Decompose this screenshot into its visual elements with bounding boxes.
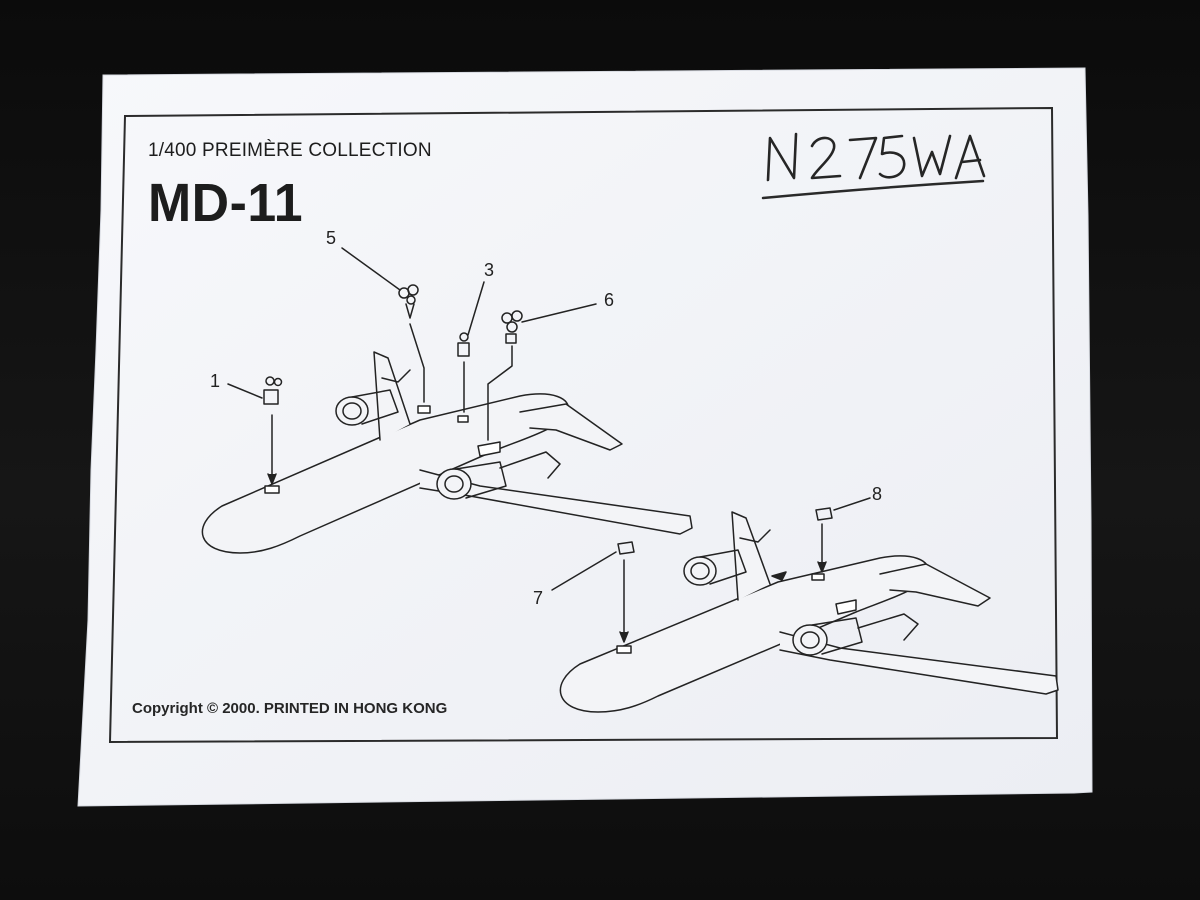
engine-upper-left — [335, 389, 399, 426]
aircraft-left — [201, 247, 693, 554]
arrow-6 — [487, 345, 513, 441]
tail-fin-right — [731, 511, 771, 601]
leader-1 — [227, 383, 263, 399]
callout-1: 1 — [210, 371, 221, 391]
part-5 — [398, 284, 419, 319]
part-6 — [501, 310, 523, 344]
leader-3 — [467, 281, 485, 336]
part-8 — [815, 507, 833, 521]
callout-3: 3 — [484, 260, 495, 280]
copyright-line: Copyright © 2000. PRINTED IN HONG KONG — [132, 700, 448, 717]
part-1 — [263, 376, 283, 405]
part-7 — [617, 541, 635, 555]
handwriting-underline — [761, 179, 985, 200]
callout-8: 8 — [872, 484, 883, 504]
leader-8 — [833, 497, 871, 511]
model-title: MD-11 — [148, 173, 304, 233]
callout-5: 5 — [326, 228, 337, 248]
callout-6: 6 — [604, 290, 615, 310]
engine-upper-right — [683, 549, 747, 586]
engine-lower-right — [792, 617, 863, 656]
stabilizer-right — [879, 563, 991, 607]
series-title: 1/400 PREIMÈRE COLLECTION — [148, 140, 432, 161]
aircraft-right — [551, 497, 1059, 713]
leader-5 — [341, 247, 401, 291]
leader-7 — [551, 551, 617, 591]
callout-7: 7 — [533, 588, 544, 608]
sheet-frame — [108, 106, 1059, 744]
leader-6 — [521, 303, 597, 323]
stabilizer-left — [519, 403, 623, 451]
arrow-5 — [409, 323, 425, 403]
part-3 — [457, 332, 470, 357]
engine-lower-left — [436, 461, 507, 500]
wing-left — [419, 469, 693, 535]
handwritten-registration — [766, 132, 986, 182]
